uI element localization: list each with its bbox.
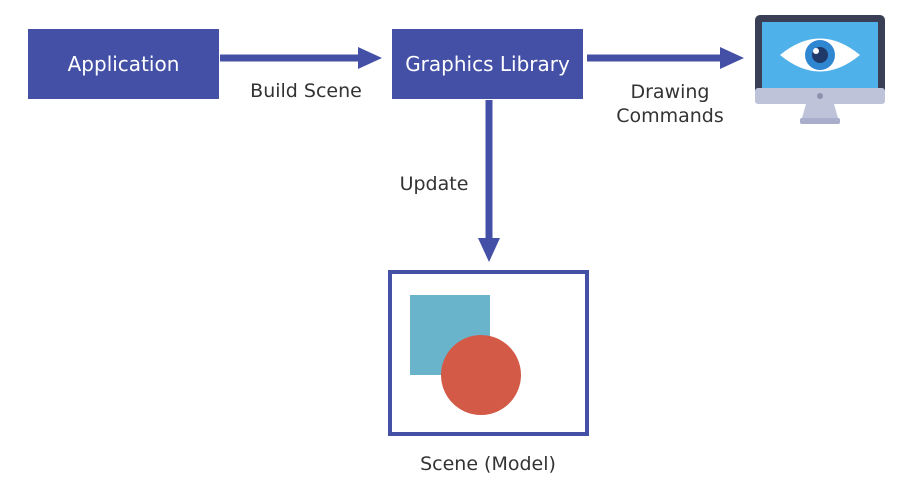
- build-scene-label: Build Scene: [250, 80, 362, 102]
- drawing-commands-line2: Commands: [616, 105, 724, 127]
- drawing-commands-line1: Drawing: [630, 81, 710, 103]
- arrow-update: [478, 100, 500, 262]
- graphics-library-box: Graphics Library: [392, 29, 583, 99]
- scene-circle-shape: [441, 335, 521, 415]
- scene-caption: Scene (Model): [420, 453, 556, 475]
- update-label: Update: [399, 173, 469, 195]
- application-box: Application: [28, 29, 219, 99]
- arrow-drawing-commands: [587, 47, 744, 69]
- application-label: Application: [67, 52, 180, 76]
- drawing-commands-label: Drawing Commands: [600, 80, 740, 128]
- graphics-library-label: Graphics Library: [405, 52, 570, 76]
- arrow-build-scene: [220, 47, 382, 69]
